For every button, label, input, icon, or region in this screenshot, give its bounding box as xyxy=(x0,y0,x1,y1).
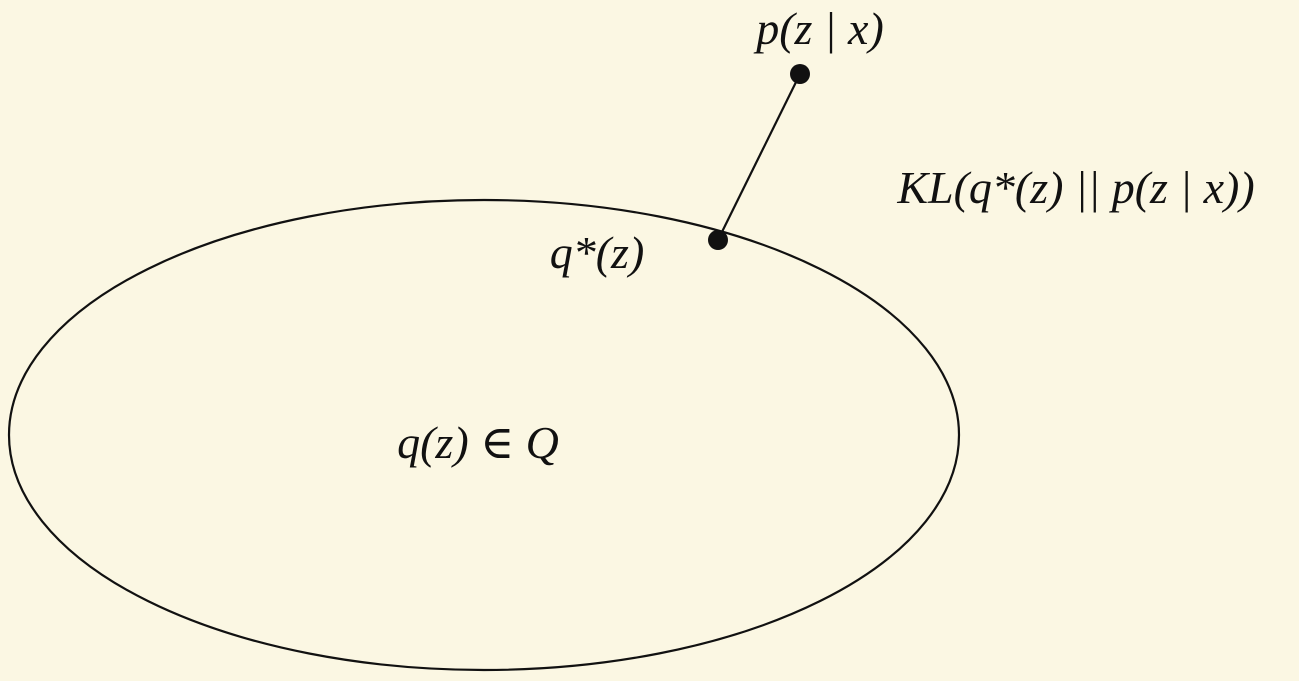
optimal-approximation-point xyxy=(708,230,728,250)
optimal-q-label: q*(z) xyxy=(550,227,645,278)
kl-divergence-label: KL(q*(z) || p(z | x)) xyxy=(896,162,1254,213)
posterior-point xyxy=(790,64,810,84)
target-posterior-label: p(z | x) xyxy=(753,3,884,54)
kl-divergence-line xyxy=(717,73,801,241)
variational-family-ellipse xyxy=(7,198,961,672)
family-q-label: q(z) ∈ Q xyxy=(397,417,559,468)
